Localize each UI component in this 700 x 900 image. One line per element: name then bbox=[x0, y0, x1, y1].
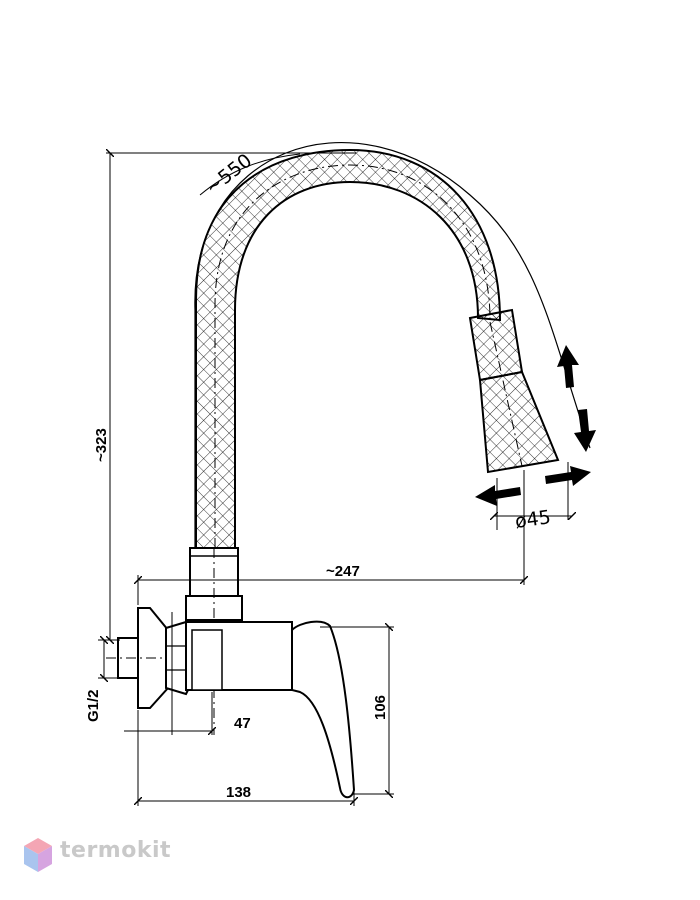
lever-handle bbox=[291, 620, 356, 799]
dim-body-height: 106 bbox=[372, 695, 389, 720]
arrow-up-icon bbox=[557, 345, 579, 388]
wall-flange bbox=[106, 607, 290, 709]
arrow-left-icon bbox=[475, 485, 521, 506]
braided-hose bbox=[195, 148, 502, 549]
dim-thread: G1/2 bbox=[85, 689, 102, 722]
dim-wall-offset: 47 bbox=[234, 715, 251, 732]
dim-spray-diameter: ø45 bbox=[514, 506, 553, 533]
dimension-lines bbox=[98, 153, 572, 806]
dim-height: ~323 bbox=[93, 428, 110, 462]
mixer-body bbox=[185, 621, 293, 691]
hose-connector bbox=[185, 547, 243, 735]
spray-head bbox=[468, 308, 560, 474]
arrow-down-icon bbox=[574, 409, 596, 452]
dim-reach: ~247 bbox=[326, 563, 360, 580]
hose-centerline bbox=[214, 164, 491, 548]
dim-body-length: 138 bbox=[226, 784, 251, 801]
brand-logo-icon bbox=[24, 838, 52, 872]
watermark-brand: termokit bbox=[60, 838, 172, 863]
